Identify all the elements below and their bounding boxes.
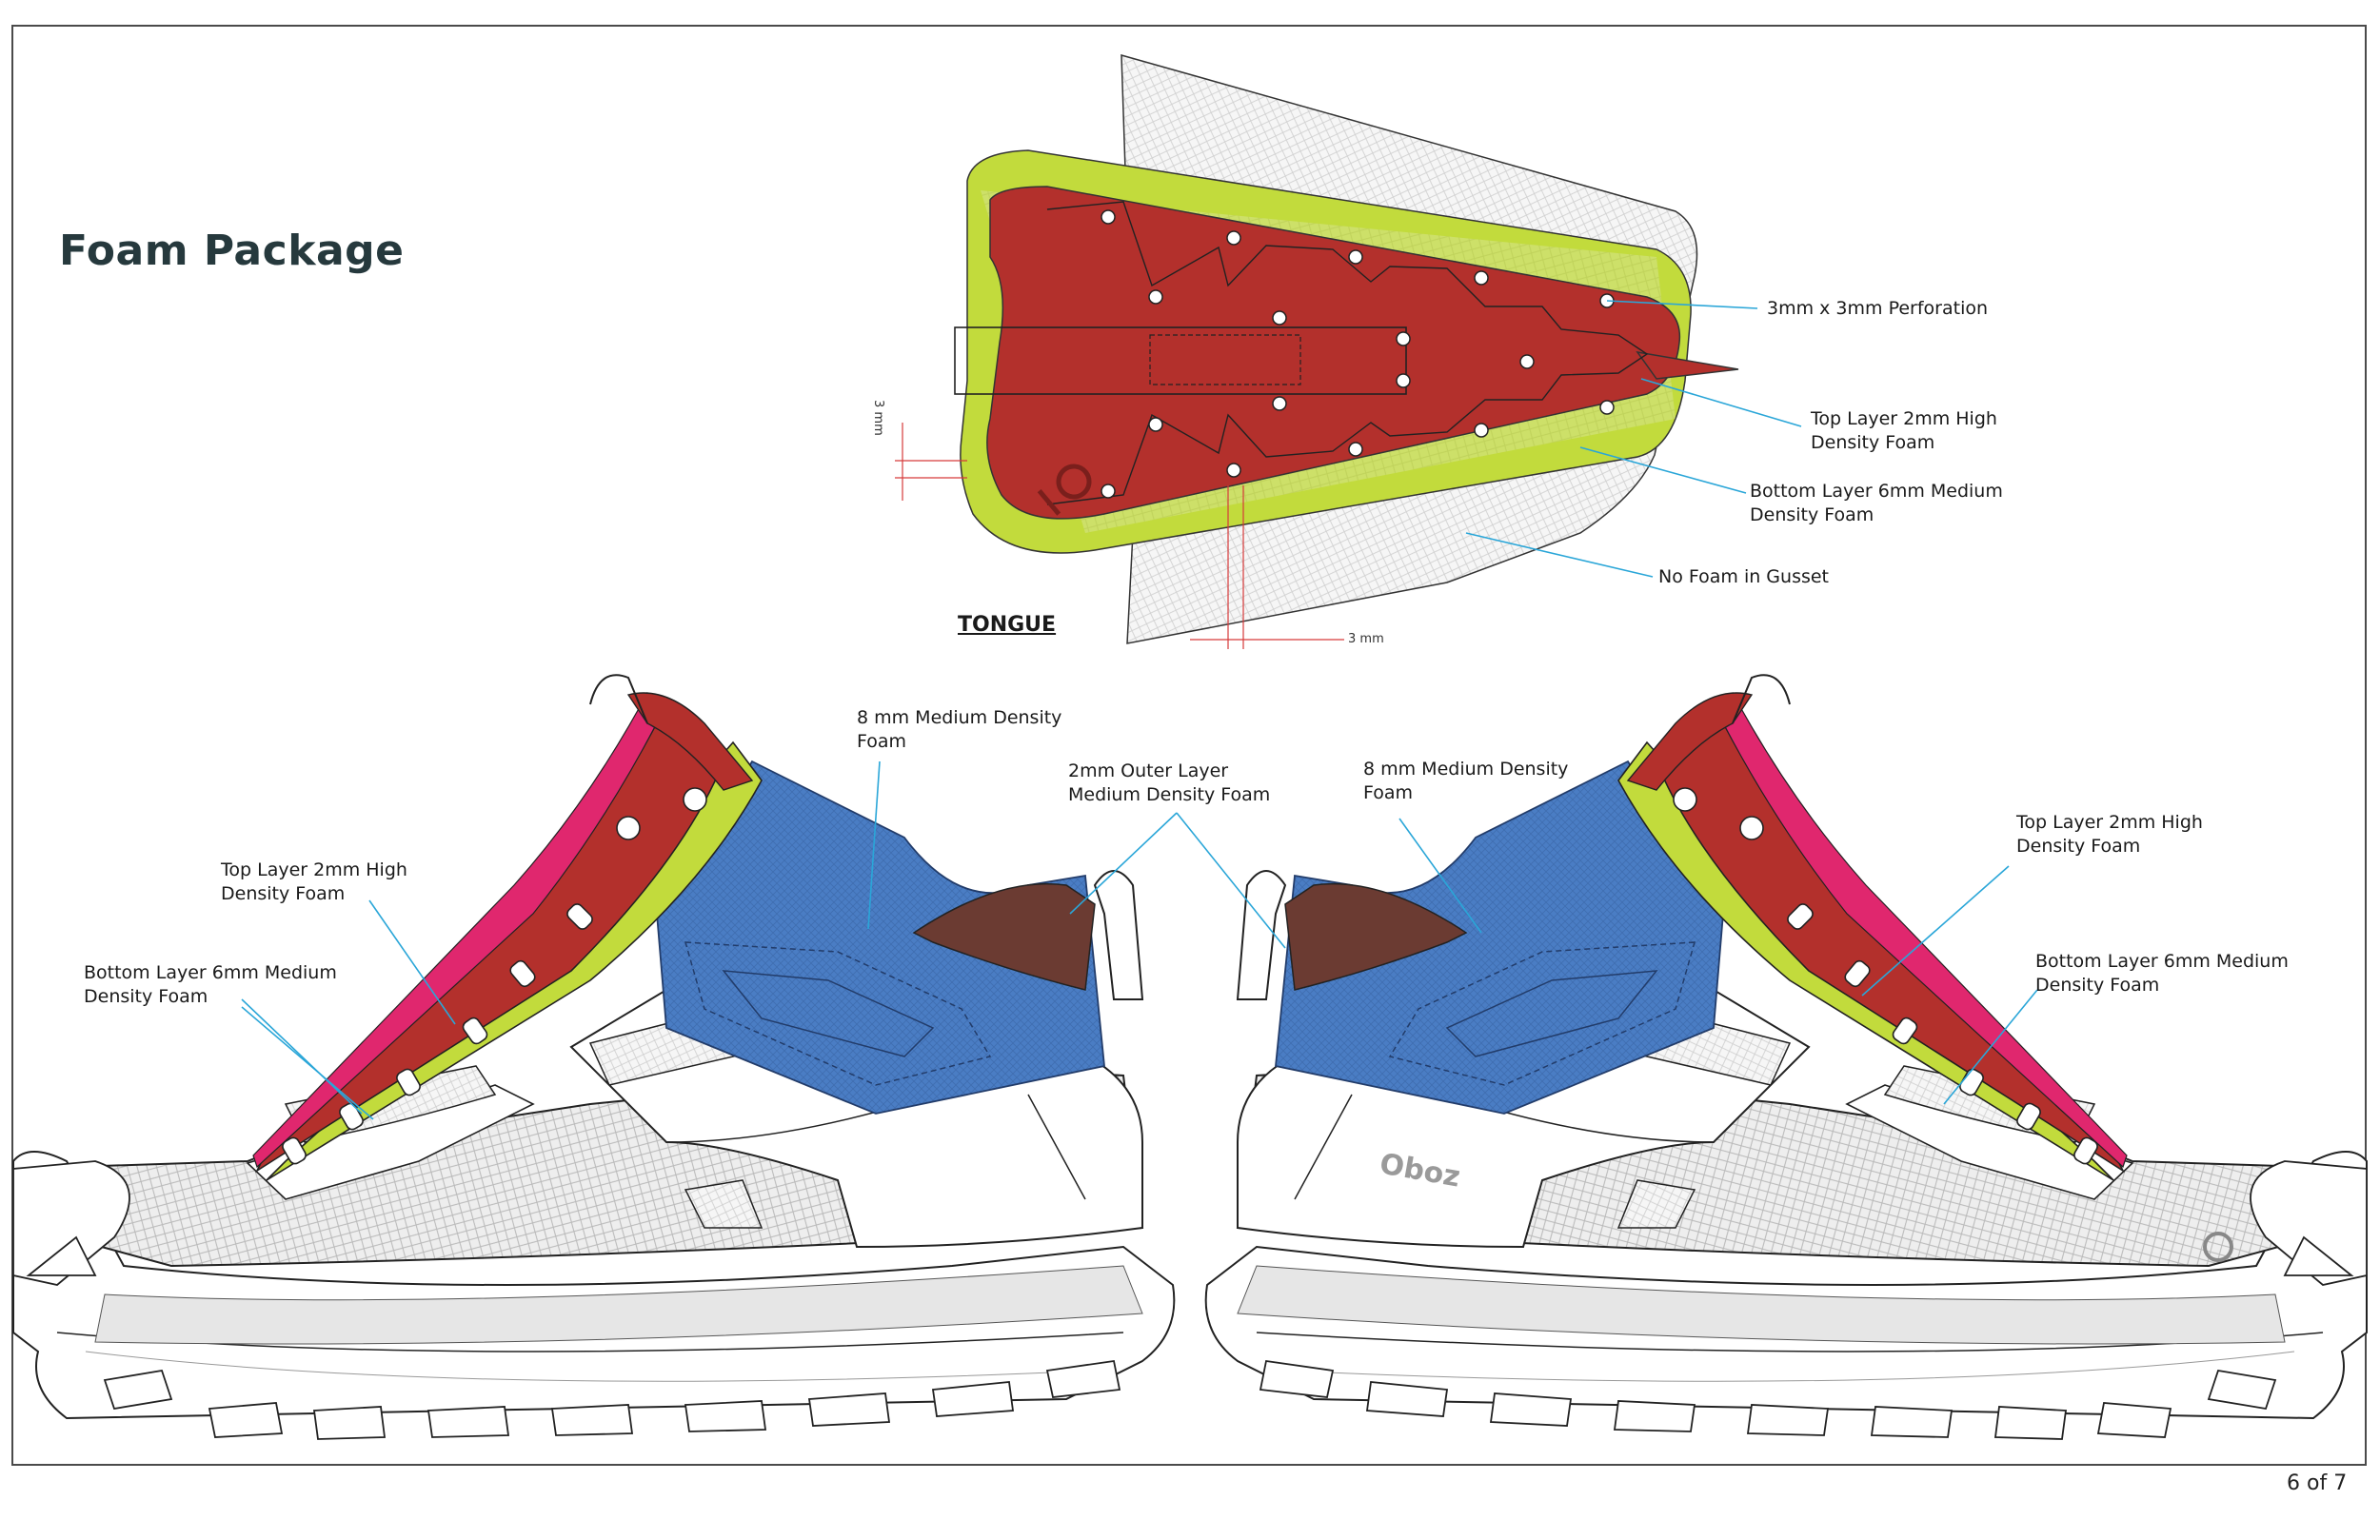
tongue-dimension-marks (895, 423, 1344, 649)
callout-no-foam-gusset: No Foam in Gusset (1658, 566, 1830, 587)
right-toe-logo-icon (2203, 1232, 2233, 1262)
left-shoe (12, 674, 1176, 1440)
right-shoe (1204, 674, 2368, 1440)
tongue-top-layer (986, 186, 1681, 520)
callout-tongue-top-layer: Top Layer 2mm High Density Foam (1811, 408, 1997, 453)
page-number: 6 of 7 (2287, 1471, 2348, 1495)
callout-left-collar-foam: 8 mm Medium Density Foam (857, 707, 1062, 752)
tongue-label: TONGUE (958, 613, 1057, 637)
tongue-drawing (895, 53, 1739, 649)
shoe-leader-lines (241, 760, 2038, 1120)
left-lining (912, 882, 1096, 991)
tongue-dim-horizontal: 3 mm (1348, 632, 1384, 646)
callout-outer-layer: 2mm Outer Layer Medium Density Foam (1068, 760, 1271, 805)
tongue-logo-icon (1037, 464, 1092, 516)
callout-perforation: 3mm x 3mm Perforation (1767, 298, 1989, 319)
tongue-leader-lines (1465, 300, 1802, 578)
callout-tongue-bottom-layer: Bottom Layer 6mm Medium Density Foam (1750, 481, 2003, 525)
callout-right-collar-foam: 8 mm Medium Density Foam (1363, 759, 1569, 803)
callout-right-bottom-layer: Bottom Layer 6mm Medium Density Foam (2035, 951, 2289, 996)
tongue-dim-vertical: 3 mm (871, 400, 885, 436)
page-title: Foam Package (59, 227, 405, 275)
drawing-frame (11, 25, 2367, 1466)
callout-left-bottom-layer: Bottom Layer 6mm Medium Density Foam (84, 962, 337, 1007)
callout-left-top-layer: Top Layer 2mm High Density Foam (221, 859, 407, 904)
perforation-dots (1101, 209, 1615, 499)
left-collar-foam (656, 760, 1105, 1115)
callout-right-top-layer: Top Layer 2mm High Density Foam (2016, 812, 2203, 857)
